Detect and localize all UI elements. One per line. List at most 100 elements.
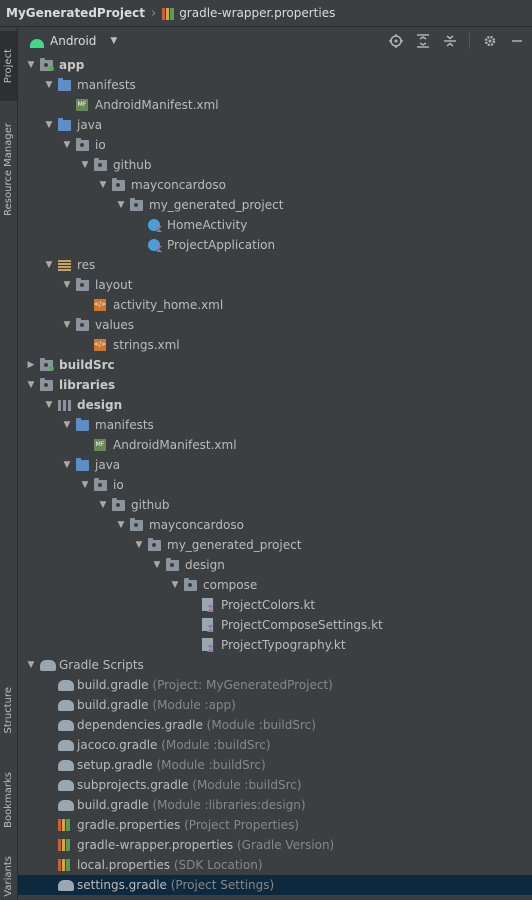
- breadcrumb-project[interactable]: MyGeneratedProject: [6, 6, 145, 20]
- tree-row-name: res: [77, 258, 96, 272]
- minimize-icon[interactable]: [509, 34, 524, 49]
- chevron-down-icon[interactable]: ▼: [99, 180, 107, 190]
- tree-row-name: Gradle Scripts: [59, 658, 144, 672]
- tree-row[interactable]: subprojects.gradle (Module :buildSrc): [18, 775, 532, 795]
- chevron-down-icon[interactable]: ▼: [171, 580, 179, 590]
- gradle-icon: [40, 658, 56, 672]
- tree-row-label: manifests: [77, 75, 136, 95]
- chevron-down-icon[interactable]: ▼: [27, 60, 35, 70]
- chevron-down-icon[interactable]: ▼: [117, 520, 125, 530]
- package-folder-icon: [112, 178, 126, 192]
- chevron-down-icon[interactable]: ▼: [63, 460, 71, 470]
- tree-row[interactable]: ▼ res: [18, 255, 532, 275]
- tree-row[interactable]: setup.gradle (Module :buildSrc): [18, 755, 532, 775]
- tab-bookmarks[interactable]: Bookmarks: [0, 762, 17, 837]
- expand-all-icon[interactable]: [415, 34, 430, 49]
- tree-row[interactable]: ▼ values: [18, 315, 532, 335]
- chevron-down-icon[interactable]: ▼: [117, 200, 125, 210]
- chevron-down-icon[interactable]: ▼: [63, 280, 71, 290]
- tree-row-name: layout: [95, 278, 133, 292]
- tree-row[interactable]: ▼my_generated_project: [18, 195, 532, 215]
- gradle-icon: [58, 678, 74, 692]
- tree-row[interactable]: ProjectComposeSettings.kt: [18, 615, 532, 635]
- tree-row-name: github: [113, 158, 152, 172]
- breadcrumb-file[interactable]: gradle-wrapper.properties: [179, 6, 336, 20]
- chevron-right-icon[interactable]: ▶: [27, 360, 35, 370]
- tree-row[interactable]: ▼ github: [18, 155, 532, 175]
- tree-row[interactable]: ProjectTypography.kt: [18, 635, 532, 655]
- project-toolbar: Android ▼: [18, 28, 532, 54]
- tree-row[interactable]: ▼github: [18, 495, 532, 515]
- tree-row[interactable]: ▼io: [18, 475, 532, 495]
- package-folder-icon: [76, 278, 90, 292]
- tree-row-label: app: [59, 55, 84, 75]
- chevron-down-icon[interactable]: ▼: [27, 380, 35, 390]
- tree-row[interactable]: ▼mayconcardoso: [18, 515, 532, 535]
- tree-row[interactable]: jacoco.gradle (Module :buildSrc): [18, 735, 532, 755]
- tree-row[interactable]: ▼java: [18, 115, 532, 135]
- tab-variants[interactable]: Variants: [0, 853, 17, 900]
- collapse-all-icon[interactable]: [442, 34, 457, 49]
- chevron-down-icon[interactable]: ▼: [135, 540, 143, 550]
- tree-row-label: local.properties (SDK Location): [77, 855, 263, 875]
- tree-row-name: strings.xml: [113, 338, 180, 352]
- chevron-down-icon[interactable]: ▼: [45, 260, 53, 270]
- tree-row[interactable]: ▼ layout: [18, 275, 532, 295]
- tree-row[interactable]: ▶buildSrc: [18, 355, 532, 375]
- tree-row[interactable]: HomeActivity: [18, 215, 532, 235]
- tree-row-name: manifests: [95, 418, 154, 432]
- tree-row-name: values: [95, 318, 135, 332]
- tree-row[interactable]: ▼design: [18, 555, 532, 575]
- tree-row-hint: (Module :app): [152, 698, 236, 712]
- chevron-down-icon[interactable]: ▼: [81, 480, 89, 490]
- tree-row[interactable]: ▼io: [18, 135, 532, 155]
- tree-row[interactable]: ▼mayconcardoso: [18, 175, 532, 195]
- tree-row[interactable]: </>activity_home.xml: [18, 295, 532, 315]
- tree-row-name: activity_home.xml: [113, 298, 224, 312]
- tab-resource-manager[interactable]: Resource Manager: [0, 109, 17, 229]
- chevron-down-icon[interactable]: ▼: [63, 140, 71, 150]
- tree-row[interactable]: ▼java: [18, 455, 532, 475]
- gear-icon[interactable]: [482, 34, 497, 49]
- chevron-down-icon[interactable]: ▼: [63, 320, 71, 330]
- tree-row[interactable]: local.properties (SDK Location): [18, 855, 532, 875]
- tree-row[interactable]: ▼my_generated_project: [18, 535, 532, 555]
- package-folder-icon: [76, 318, 90, 332]
- tree-row[interactable]: ▼ manifests: [18, 415, 532, 435]
- tree-row[interactable]: settings.gradle (Project Settings): [18, 875, 532, 895]
- tree-row[interactable]: gradle.properties (Project Properties): [18, 815, 532, 835]
- tree-row[interactable]: build.gradle (Module :app): [18, 695, 532, 715]
- tree-row[interactable]: dependencies.gradle (Module :buildSrc): [18, 715, 532, 735]
- tree-row[interactable]: build.gradle (Project: MyGeneratedProjec…: [18, 675, 532, 695]
- view-selector[interactable]: Android ▼: [30, 34, 117, 48]
- tree-row[interactable]: ▼design: [18, 395, 532, 415]
- tree-row[interactable]: build.gradle (Module :libraries:design): [18, 795, 532, 815]
- tree-row[interactable]: ▼ Gradle Scripts: [18, 655, 532, 675]
- tab-project[interactable]: Project: [0, 31, 17, 101]
- chevron-down-icon[interactable]: ▼: [45, 120, 53, 130]
- tree-row-label: github: [113, 155, 151, 175]
- tree-row[interactable]: ▼compose: [18, 575, 532, 595]
- chevron-down-icon[interactable]: ▼: [81, 160, 89, 170]
- tree-row[interactable]: </>strings.xml: [18, 335, 532, 355]
- module-folder-icon: [40, 358, 54, 372]
- tab-structure[interactable]: Structure: [0, 675, 17, 745]
- tree-row[interactable]: ▼ manifests: [18, 75, 532, 95]
- chevron-down-icon[interactable]: ▼: [153, 560, 161, 570]
- chevron-down-icon[interactable]: ▼: [45, 80, 53, 90]
- tree-row-label: ProjectColors.kt: [221, 595, 315, 615]
- chevron-down-icon[interactable]: ▼: [27, 660, 35, 670]
- blue-folder-icon: [58, 78, 72, 92]
- chevron-down-icon[interactable]: ▼: [99, 500, 107, 510]
- tree-row-name: jacoco.gradle: [77, 738, 158, 752]
- target-icon[interactable]: [388, 34, 403, 49]
- chevron-down-icon[interactable]: ▼: [45, 400, 53, 410]
- tree-row[interactable]: ▼libraries: [18, 375, 532, 395]
- tree-row[interactable]: ProjectApplication: [18, 235, 532, 255]
- tree-row[interactable]: gradle-wrapper.properties (Gradle Versio…: [18, 835, 532, 855]
- chevron-down-icon[interactable]: ▼: [63, 420, 71, 430]
- tree-row[interactable]: ▼ app: [18, 55, 532, 75]
- tree-row[interactable]: ProjectColors.kt: [18, 595, 532, 615]
